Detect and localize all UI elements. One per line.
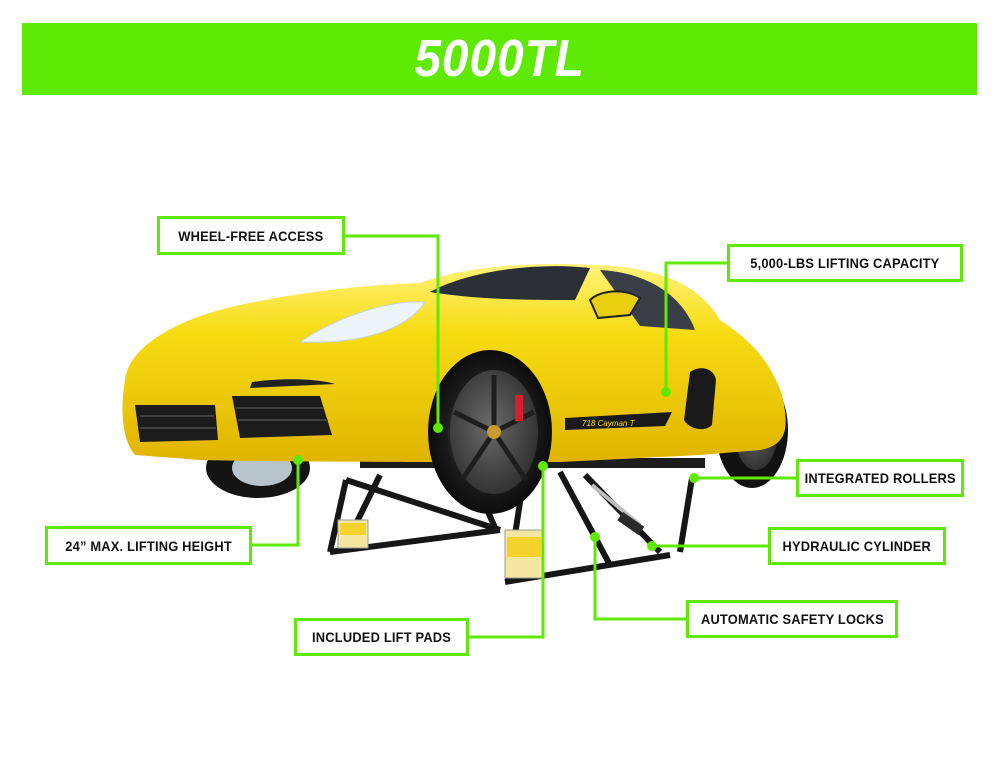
callout-label: 24” MAX. LIFTING HEIGHT [65, 537, 232, 554]
callout-wheel-free-access: WHEEL-FREE ACCESS [157, 216, 345, 255]
leader-lines [252, 234, 796, 639]
callout-label: WHEEL-FREE ACCESS [178, 227, 324, 244]
callout-label: AUTOMATIC SAFETY LOCKS [700, 611, 884, 627]
callout-lifting-capacity: 5,000-LBS LIFTING CAPACITY [727, 244, 963, 282]
callout-hydraulic-cylinder: HYDRAULIC CYLINDER [768, 527, 946, 565]
callout-label: INCLUDED LIFT PADS [311, 629, 452, 645]
callout-label: 5,000-LBS LIFTING CAPACITY [750, 255, 940, 271]
callout-automatic-safety-locks: AUTOMATIC SAFETY LOCKS [686, 600, 898, 638]
callout-label: INTEGRATED ROLLERS [804, 470, 956, 486]
model-decal-text: 718 Cayman T [582, 419, 636, 428]
callout-included-lift-pads: INCLUDED LIFT PADS [294, 618, 469, 656]
callout-dots [293, 387, 699, 551]
callout-max-lifting-height: 24” MAX. LIFTING HEIGHT [45, 526, 252, 565]
callout-label: HYDRAULIC CYLINDER [782, 538, 932, 554]
callout-integrated-rollers: INTEGRATED ROLLERS [796, 459, 964, 497]
product-title: 5000TL [414, 30, 585, 88]
title-banner: 5000TL [22, 23, 977, 95]
